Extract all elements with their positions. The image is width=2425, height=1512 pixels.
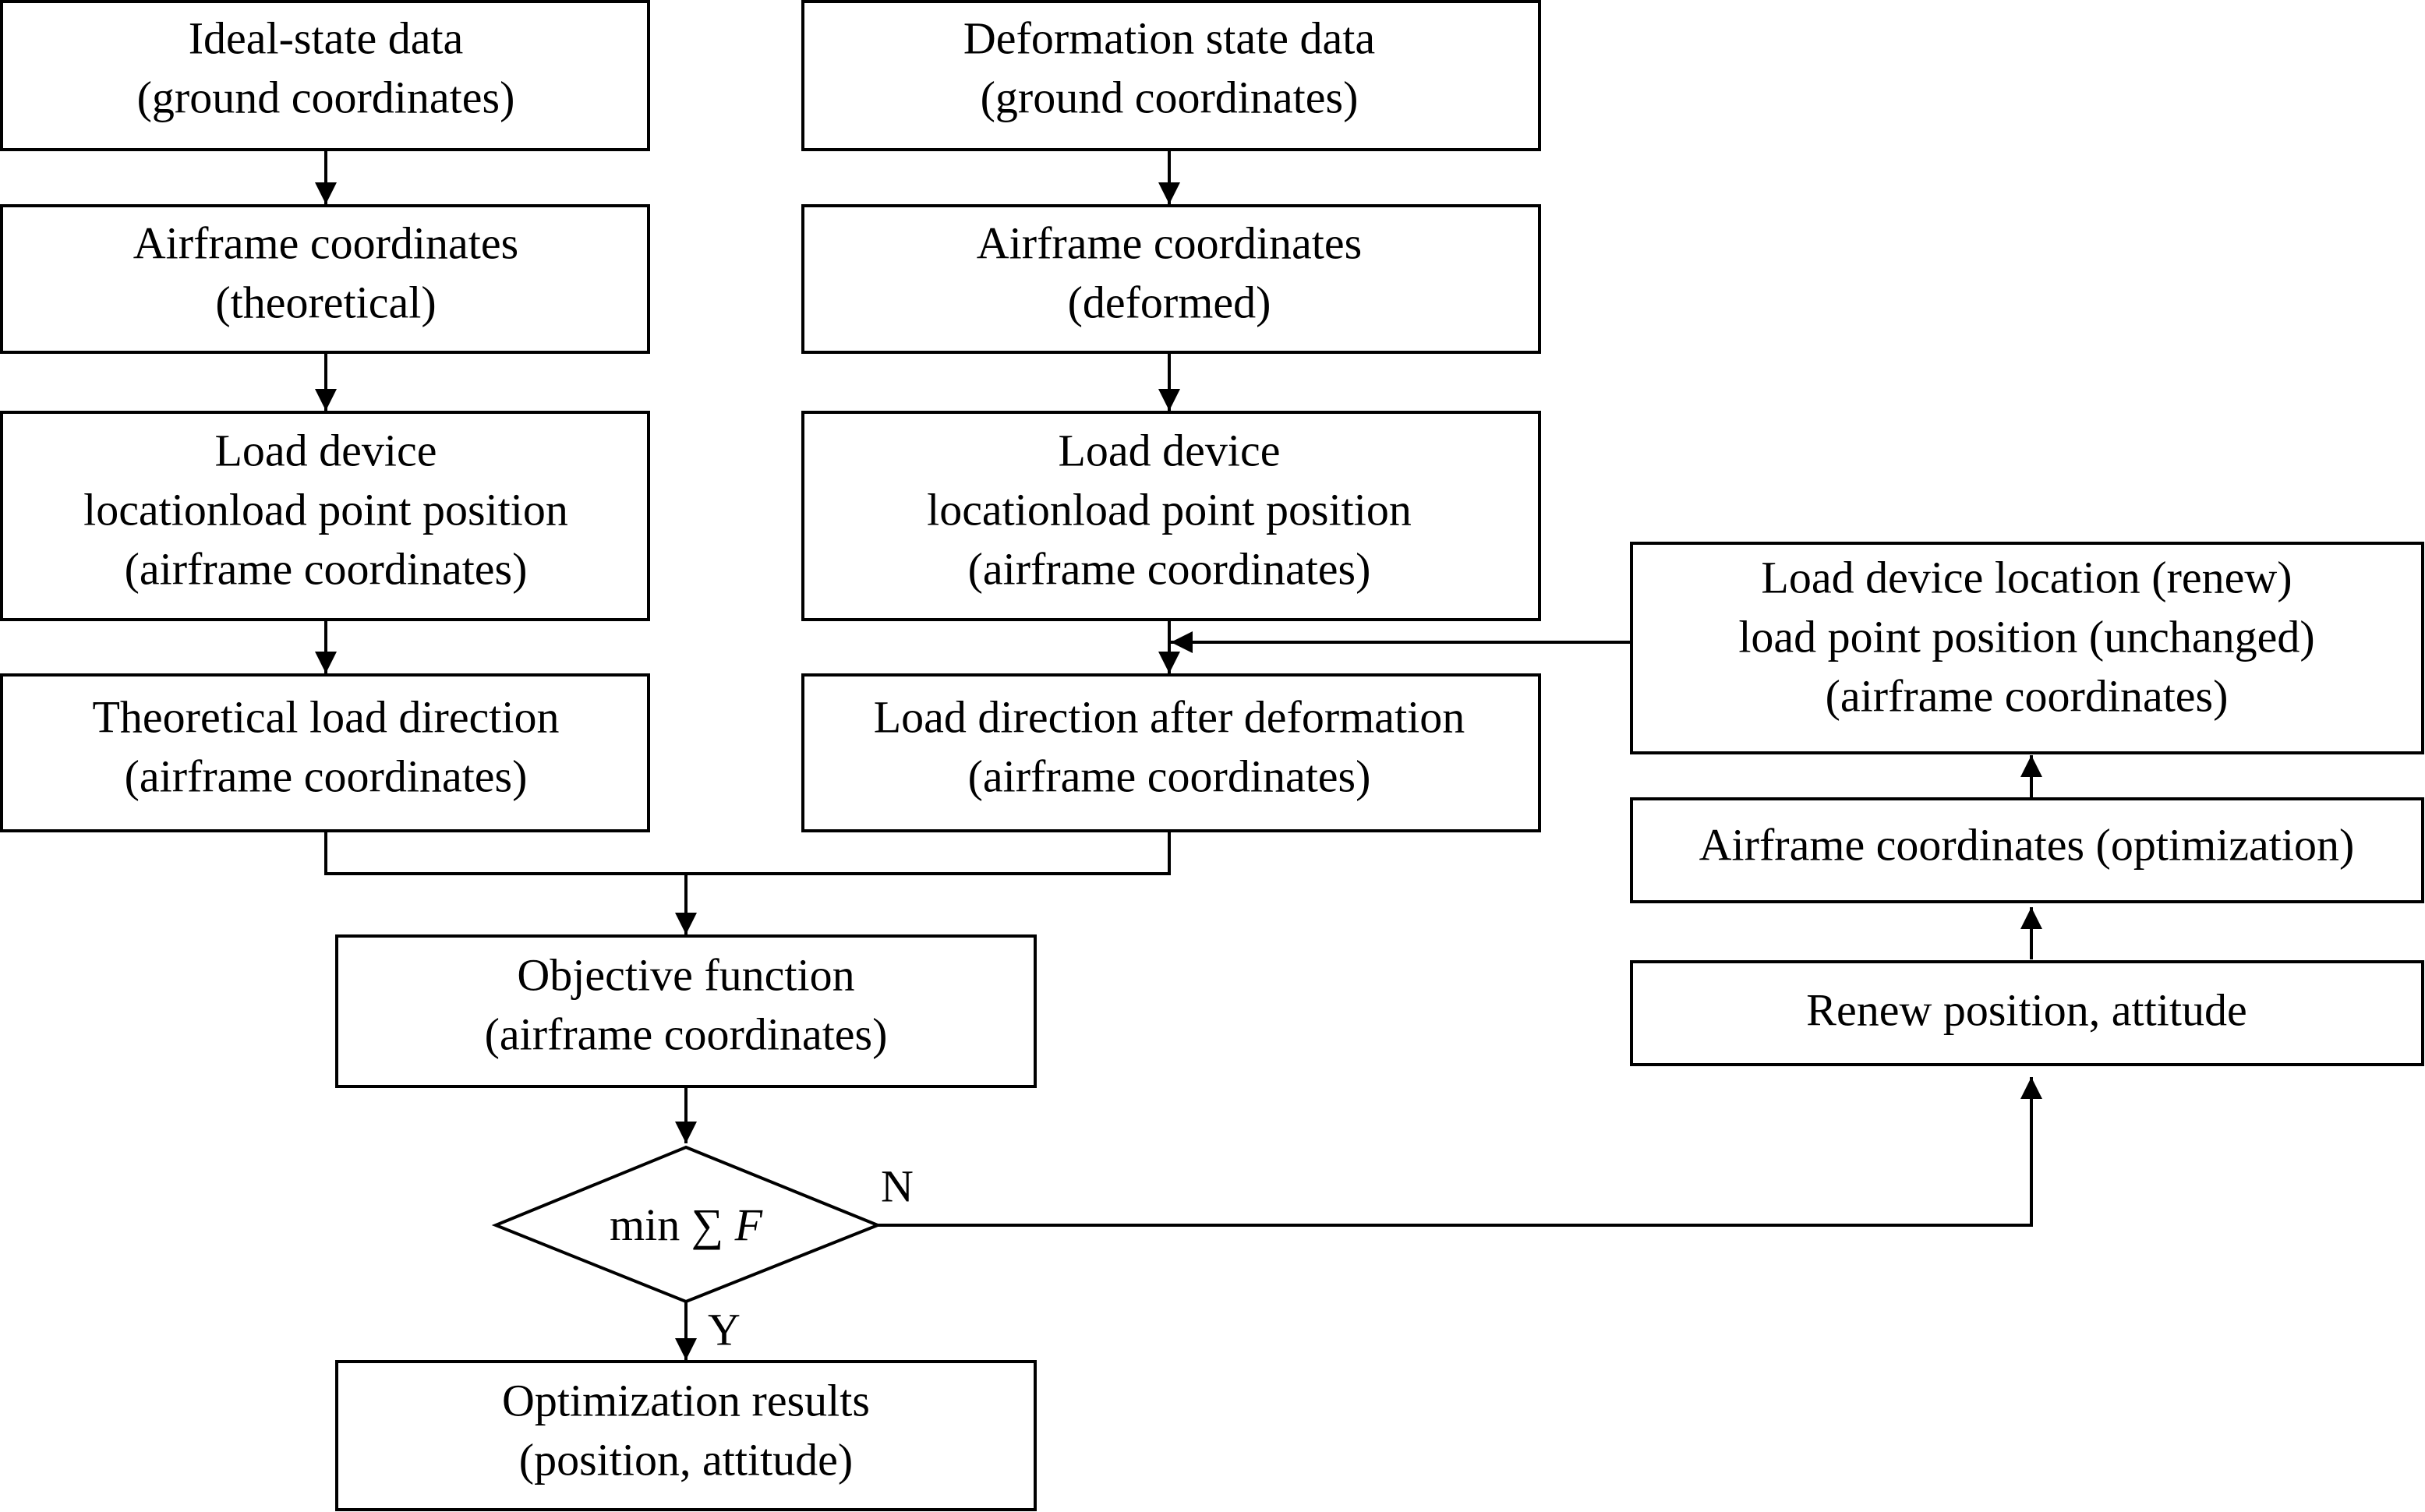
box-deform [801, 0, 1541, 151]
box-renew-loc [1630, 542, 2424, 754]
airframe-deformed-line-2: (deformed) [1068, 277, 1271, 327]
dir-after-line-1: Load direction after deformation [874, 691, 1465, 742]
box-objective [335, 934, 1037, 1088]
labels: Ideal-state data (ground coordinates) De… [83, 12, 2354, 1485]
load-mid-line-1: Load device [1058, 425, 1280, 475]
airframe-opt-line-1: Airframe coordinates (optimization) [1699, 819, 2355, 870]
edge-label-no: N [881, 1160, 914, 1211]
load-left-line-2: locationload point position [83, 484, 568, 535]
objective-line-1: Objective function [517, 949, 854, 1000]
box-airframe-deformed [801, 204, 1541, 354]
ideal-line-1: Ideal-state data [189, 12, 464, 63]
ideal-line-2: (ground coordinates) [137, 72, 515, 122]
deform-line-2: (ground coordinates) [981, 72, 1359, 122]
load-mid-line-3: (airframe coordinates) [968, 543, 1371, 594]
theo-dir-line-1: Theoretical load direction [92, 691, 559, 742]
box-theo-dir [0, 673, 650, 832]
box-airframe-theoretical [0, 204, 650, 354]
load-left-line-1: Load device [214, 425, 437, 475]
airframe-theoretical-line-2: (theoretical) [215, 277, 436, 327]
load-mid-line-2: locationload point position [927, 484, 1412, 535]
decision-label: min ∑ F [610, 1199, 763, 1250]
box-renew-pos [1630, 960, 2424, 1066]
box-dir-after [801, 673, 1541, 832]
renew-loc-line-1: Load device location (renew) [1761, 552, 2292, 602]
renew-pos-line-1: Renew position, attitude [1806, 984, 2246, 1035]
decision-sigma: ∑ [691, 1199, 723, 1250]
box-load-mid [801, 411, 1541, 621]
edge-label-yes: Y [708, 1304, 741, 1355]
box-ideal [0, 0, 650, 151]
box-load-left [0, 411, 650, 621]
dir-after-line-2: (airframe coordinates) [968, 751, 1371, 801]
deform-line-1: Deformation state data [963, 12, 1375, 63]
theo-dir-line-2: (airframe coordinates) [125, 751, 528, 801]
decision-min: min [610, 1199, 680, 1250]
results-line-1: Optimization results [502, 1375, 870, 1425]
box-results [335, 1360, 1037, 1511]
decision-var: F [734, 1199, 763, 1250]
airframe-theoretical-line-1: Airframe coordinates [133, 217, 518, 268]
edge-merge-to-objective [324, 831, 1171, 875]
load-left-line-3: (airframe coordinates) [125, 543, 528, 594]
edge-decision-no-to-renew-pos [878, 1077, 2042, 1227]
connectors [315, 150, 2042, 1360]
objective-line-2: (airframe coordinates) [485, 1009, 888, 1059]
airframe-deformed-line-1: Airframe coordinates [977, 217, 1362, 268]
decision-diamond [491, 1145, 882, 1304]
renew-loc-line-3: (airframe coordinates) [1826, 670, 2229, 721]
results-line-2: (position, attitude) [519, 1434, 854, 1485]
renew-loc-line-2: load point position (unchanged) [1738, 611, 2314, 662]
box-airframe-opt [1630, 797, 2424, 903]
